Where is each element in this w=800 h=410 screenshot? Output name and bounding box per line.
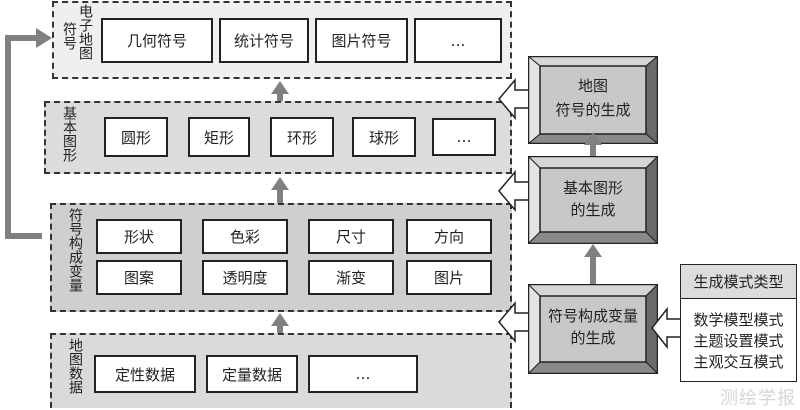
variable-box-transparency: 透明度	[202, 260, 288, 295]
layer-map-data: 地图数据 定性数据 定量数据 …	[50, 333, 512, 408]
bevel-frame	[528, 156, 658, 244]
shape-box-more: …	[432, 118, 496, 156]
layer-basic-shapes: 基本图形 圆形 矩形 环形 球形 …	[44, 101, 512, 174]
up-arrow-process-1	[584, 132, 602, 160]
label-text: 符号	[61, 22, 77, 50]
data-box-more: …	[308, 355, 418, 393]
box-label: 方向	[433, 228, 464, 246]
symbol-box-more: …	[414, 18, 502, 63]
layer-label: 地图数据	[66, 338, 83, 399]
shape-box-ring: 环形	[270, 117, 334, 157]
box-label: 色彩	[229, 228, 260, 246]
data-box-qualitative: 定性数据	[94, 355, 196, 393]
process-line-2: 的生成	[570, 201, 616, 219]
data-box-quantitative: 定量数据	[206, 355, 298, 393]
modes-title: 生成模式类型	[681, 265, 796, 299]
box-label: 球形	[368, 128, 399, 147]
box-label: 形状	[123, 228, 154, 246]
symbol-box-geometric: 几何符号	[101, 18, 213, 63]
box-label: …	[450, 31, 466, 50]
variable-box-direction: 方向	[406, 219, 492, 254]
hollow-arrow-modes-to-process	[651, 306, 683, 350]
box-label: 透明度	[222, 269, 268, 287]
process-line-1: 符号构成变量	[547, 307, 638, 325]
variable-box-shape: 形状	[96, 219, 182, 254]
variable-box-image: 图片	[406, 260, 492, 295]
mode-item-theme-setting: 主题设置模式	[693, 332, 784, 350]
generation-modes-panel: 生成模式类型 数学模型模式 主题设置模式 主观交互模式	[680, 264, 797, 382]
variable-box-size: 尺寸	[308, 219, 394, 254]
box-label: …	[355, 365, 371, 383]
mode-item-subjective-interaction: 主观交互模式	[693, 353, 784, 371]
bevel-frame	[528, 284, 658, 374]
box-label: 尺寸	[335, 228, 366, 246]
process-basic-shape-generation: 基本图形 的生成	[528, 156, 658, 244]
up-arrow-process-2	[584, 244, 602, 286]
box-label: 圆形	[120, 128, 151, 147]
up-arrow-3	[271, 313, 289, 335]
process-line-1: 基本图形	[562, 179, 623, 197]
label-text: 符号构成变量	[67, 208, 83, 292]
label-text: 电子地图	[77, 4, 93, 60]
box-label: 渐变	[335, 269, 366, 287]
shape-box-sphere: 球形	[352, 117, 416, 157]
process-line-2: 的生成	[570, 329, 616, 347]
process-line-2: 符号的生成	[555, 101, 631, 119]
symbol-box-picture: 图片符号	[315, 18, 408, 63]
shape-box-circle: 圆形	[104, 117, 168, 157]
layer-electronic-map-symbols: 符号 电子地图 几何符号 统计符号 图片符号 …	[52, 1, 512, 79]
box-label: 统计符号	[233, 32, 294, 50]
feedback-loop-arrow	[5, 28, 52, 239]
box-label: 图案	[123, 269, 154, 287]
box-label: 环形	[286, 128, 317, 147]
box-label: 图片	[433, 269, 464, 287]
label-text: 地图数据	[67, 338, 83, 394]
label-text: 基本图形	[61, 106, 77, 162]
mode-item-math-model: 数学模型模式	[693, 311, 784, 329]
box-label: 图片符号	[331, 32, 392, 50]
process-variable-generation: 符号构成变量 的生成	[528, 284, 658, 374]
box-label: 矩形	[203, 128, 234, 147]
watermark: 测绘学报	[720, 388, 796, 409]
layer-label-col1: 符号	[60, 22, 77, 55]
box-label: …	[456, 128, 472, 146]
box-label: 定量数据	[221, 365, 282, 384]
box-label: 几何符号	[126, 32, 187, 50]
shape-box-rectangle: 矩形	[188, 117, 250, 157]
variable-box-pattern: 图案	[96, 260, 182, 295]
box-label: 定性数据	[114, 365, 175, 384]
variable-box-color: 色彩	[202, 219, 288, 254]
variable-box-gradient: 渐变	[308, 260, 394, 295]
layer-symbol-variables: 符号构成变量 形状 色彩 尺寸 方向 图案 透明度 渐变 图片	[50, 203, 512, 312]
layer-label: 基本图形	[60, 106, 77, 167]
symbol-box-statistical: 统计符号	[219, 18, 309, 63]
up-arrow-2	[271, 177, 289, 204]
up-arrow-1	[271, 81, 289, 103]
process-line-1: 地图	[577, 77, 608, 95]
layer-label-col2: 电子地图	[76, 4, 93, 65]
layer-label: 符号构成变量	[66, 208, 83, 297]
